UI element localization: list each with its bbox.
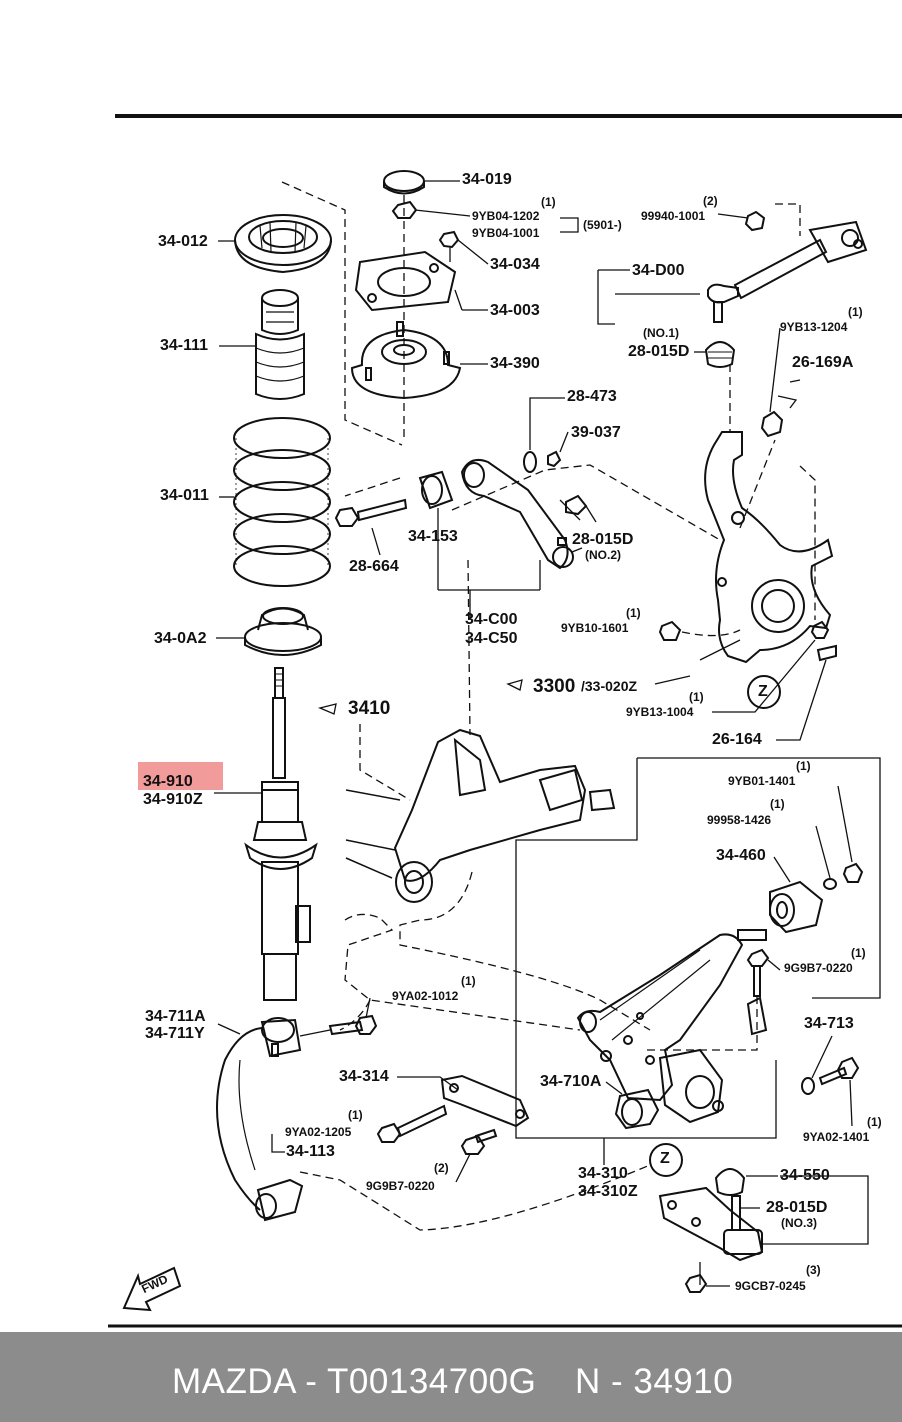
label-9ya02-1205: 9YA02-1205 [285,1125,352,1139]
tie-rod-34-d00 [707,220,868,323]
nut-9yb04 [391,200,418,219]
footer-bar: MAZDA - T00134700G N - 34910 [0,1332,902,1422]
steering-knuckle [704,431,834,664]
label-39-037: 39-037 [571,424,621,441]
upper-arm-34-c00 [460,459,574,570]
label-28-015d: 28-015D [766,1199,828,1216]
label-34-910: 34-910 [143,773,193,790]
label-qty: (1) [796,759,811,773]
label-34-c50: 34-C50 [465,630,518,647]
part-34-012 [234,214,332,274]
label-34-034: 34-034 [490,256,540,273]
label-34-310z: 34-310Z [578,1183,638,1200]
part-34-003 [354,250,457,312]
label-28-015d: 28-015D [628,343,690,360]
label-qty: (1) [541,195,556,209]
label-qty: (1) [867,1115,882,1129]
label-5901: (5901-) [583,218,622,232]
label-34-711y: 34-711Y [145,1025,205,1042]
label-9ya02-1401: 9YA02-1401 [803,1130,870,1144]
label-34-550: 34-550 [780,1167,830,1184]
label-3300: 3300 [533,676,576,697]
label-9yb10-1601: 9YB10-1601 [561,621,629,635]
label-9ya02-1012: 9YA02-1012 [392,989,459,1003]
label-no2: (NO.2) [585,548,621,562]
label-34-713: 34-713 [804,1015,854,1032]
label-34-711a: 34-711A [145,1008,206,1025]
label-34-d00: 34-D00 [632,262,685,279]
highlight-34-910 [138,762,223,790]
label-34-003: 34-003 [490,302,540,319]
label-34-111: 34-111 [160,337,209,354]
label-34-910z: 34-910Z [143,791,203,808]
label-qty: (3) [806,1263,821,1277]
label-28-015d: 28-015D [572,531,634,548]
lower-arm-34-310 [576,929,767,1124]
label-qty: (1) [851,946,866,960]
label-26-164: 26-164 [712,731,762,748]
label-9yb01-1401: 9YB01-1401 [728,774,796,788]
label-9yb04-1001: 9YB04-1001 [472,226,540,240]
label-qty: (1) [770,797,785,811]
label-9yb13-1004: 9YB13-1004 [626,705,694,719]
label-34-c00: 34-C00 [465,611,518,628]
label-34-310: 34-310 [578,1165,628,1182]
footer-part-number: MAZDA - T00134700G [172,1362,537,1401]
suspension-diagram [108,114,902,1328]
label-34-460: 34-460 [716,847,766,864]
fwd-arrow-icon [122,1266,182,1312]
label-qty: (2) [434,1161,449,1175]
label-26-169a: 26-169A [792,354,854,371]
z-marker: Z [660,1150,670,1167]
label-34-710a: 34-710A [540,1073,602,1090]
label-28-473: 28-473 [567,388,617,405]
label-34-011: 34-011 [160,487,209,504]
label-qty: (2) [703,194,718,208]
label-9gcb7-0245: 9GCB7-0245 [735,1279,806,1293]
part-34-153 [418,470,454,510]
label-qty: (1) [626,606,641,620]
part-34-711a [216,1017,304,1222]
part-34-390 [350,321,462,400]
label-34-012: 34-012 [158,233,208,250]
lower-arm-3410 [345,728,616,903]
label-99940-1001: 99940-1001 [641,209,706,223]
label-28-664: 28-664 [349,558,399,575]
label-34-019: 34-019 [462,171,512,188]
label-9yb04-1202: 9YB04-1202 [472,209,540,223]
label-9g9b7-0220: 9G9B7-0220 [784,961,853,975]
label-9g9b7-0220: 9G9B7-0220 [366,1179,435,1193]
label-qty: (1) [461,974,476,988]
label-99958-1426: 99958-1426 [707,813,772,827]
label-33-020z: /33-020Z [581,678,638,694]
part-34-019 [383,170,425,195]
part-34-550 [658,1186,764,1262]
part-34-111 [255,289,305,400]
label-3410: 3410 [348,698,391,719]
part-34-011 [233,417,331,587]
label-qty: (1) [848,305,863,319]
label-9yb13-1204: 9YB13-1204 [780,320,848,334]
label-34-0a2: 34-0A2 [154,630,207,647]
label-34-153: 34-153 [408,528,458,545]
label-qty: (1) [348,1108,363,1122]
part-34-710a [614,1088,660,1130]
label-no3: (NO.3) [781,1216,817,1230]
label-no1: (NO.1) [643,326,679,340]
label-34-314: 34-314 [339,1068,389,1085]
part-34-314 [440,1074,530,1128]
label-34-113: 34-113 [286,1143,335,1160]
footer-code: N - 34910 [575,1362,734,1401]
bolt-28-664 [334,498,408,527]
label-qty: (1) [689,690,704,704]
label-34-390: 34-390 [490,355,540,372]
part-34-460 [769,880,824,934]
z-marker: Z [758,683,768,700]
part-34-0a2 [244,607,322,656]
part-34-910 [244,667,318,1001]
